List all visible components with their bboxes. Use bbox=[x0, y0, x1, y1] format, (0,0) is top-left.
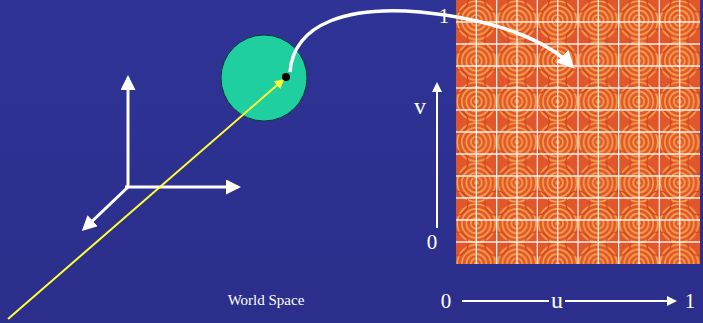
space-label: World Space bbox=[226, 292, 307, 309]
ray bbox=[8, 80, 283, 319]
v-axis-label: v bbox=[412, 93, 428, 119]
v-axis bbox=[436, 84, 438, 228]
v-max-label: 1 bbox=[437, 5, 452, 28]
u-axis bbox=[462, 300, 675, 302]
u-min-label: 0 bbox=[439, 290, 454, 313]
u-axis-label: u bbox=[549, 287, 565, 313]
sphere bbox=[221, 35, 307, 121]
hit-point bbox=[282, 73, 290, 81]
world-axes bbox=[84, 78, 238, 229]
mapping-arrow bbox=[290, 11, 572, 72]
u-max-label: 1 bbox=[683, 290, 698, 313]
v-min-label: 0 bbox=[425, 231, 440, 254]
texture-map bbox=[456, 0, 700, 264]
